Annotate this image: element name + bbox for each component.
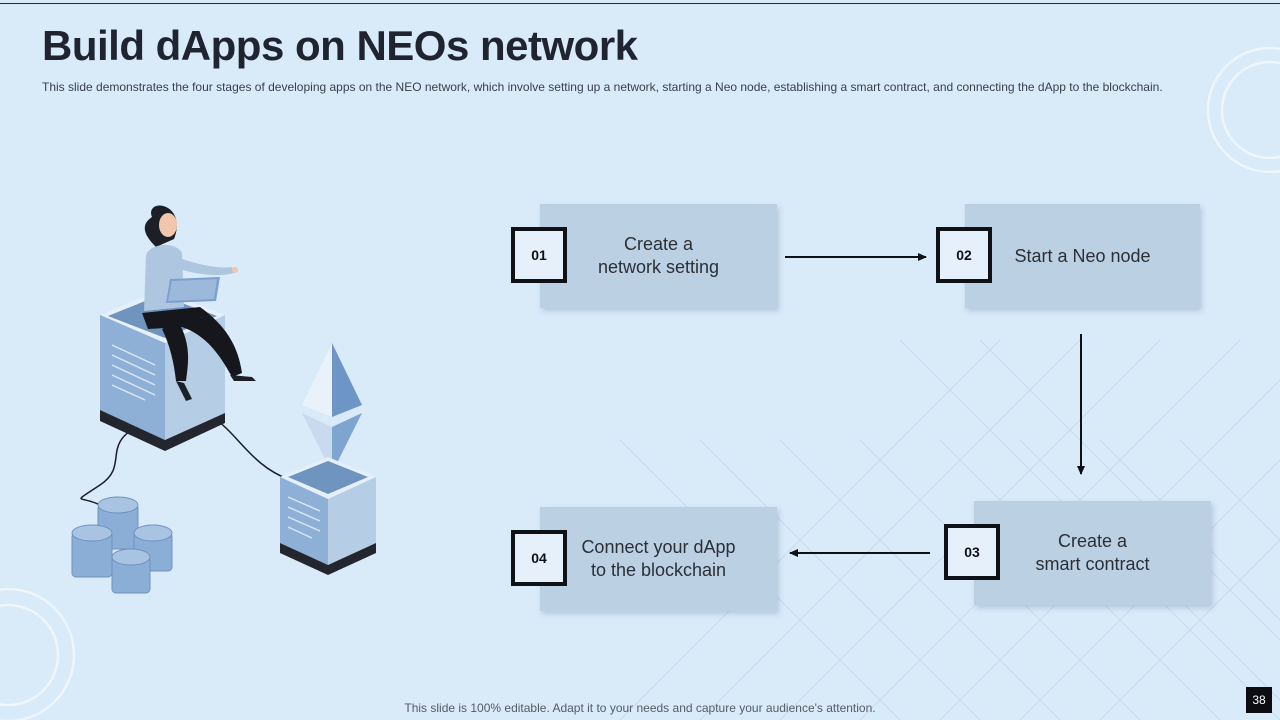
server-cube-icon bbox=[280, 457, 376, 575]
page-title: Build dApps on NEOs network bbox=[42, 22, 638, 69]
step-number-badge-3: 03 bbox=[944, 524, 1000, 580]
ethereum-crystal-icon bbox=[302, 343, 362, 473]
woman-with-laptop-icon bbox=[142, 205, 256, 401]
step-box-4: Connect your dApp to the blockchain bbox=[540, 507, 777, 611]
neo-network-illustration bbox=[71, 205, 376, 594]
step-number-badge-4: 04 bbox=[511, 530, 567, 586]
footer-note: This slide is 100% editable. Adapt it to… bbox=[404, 701, 876, 715]
corner-circles-bottom-left bbox=[0, 587, 76, 720]
step-label-1: Create a network setting bbox=[597, 234, 720, 277]
top-divider bbox=[0, 3, 1280, 4]
step-label-3: Create a smart contract bbox=[1035, 531, 1150, 574]
step-label-2: Start a Neo node bbox=[1014, 245, 1151, 266]
step-box-1: Create a network setting bbox=[540, 204, 777, 308]
step-number-badge-1: 01 bbox=[511, 227, 567, 283]
step-label-4: Connect your dApp to the blockchain bbox=[581, 537, 736, 580]
page-number: 38 bbox=[1246, 687, 1272, 713]
step-box-3: Create a smart contract bbox=[974, 501, 1211, 605]
step-box-2: Start a Neo node bbox=[965, 204, 1200, 308]
coin-stack-icon bbox=[71, 496, 173, 594]
corner-circles-top-right bbox=[1206, 46, 1280, 174]
step-number-badge-2: 02 bbox=[936, 227, 992, 283]
page-subtitle: This slide demonstrates the four stages … bbox=[42, 80, 1163, 94]
